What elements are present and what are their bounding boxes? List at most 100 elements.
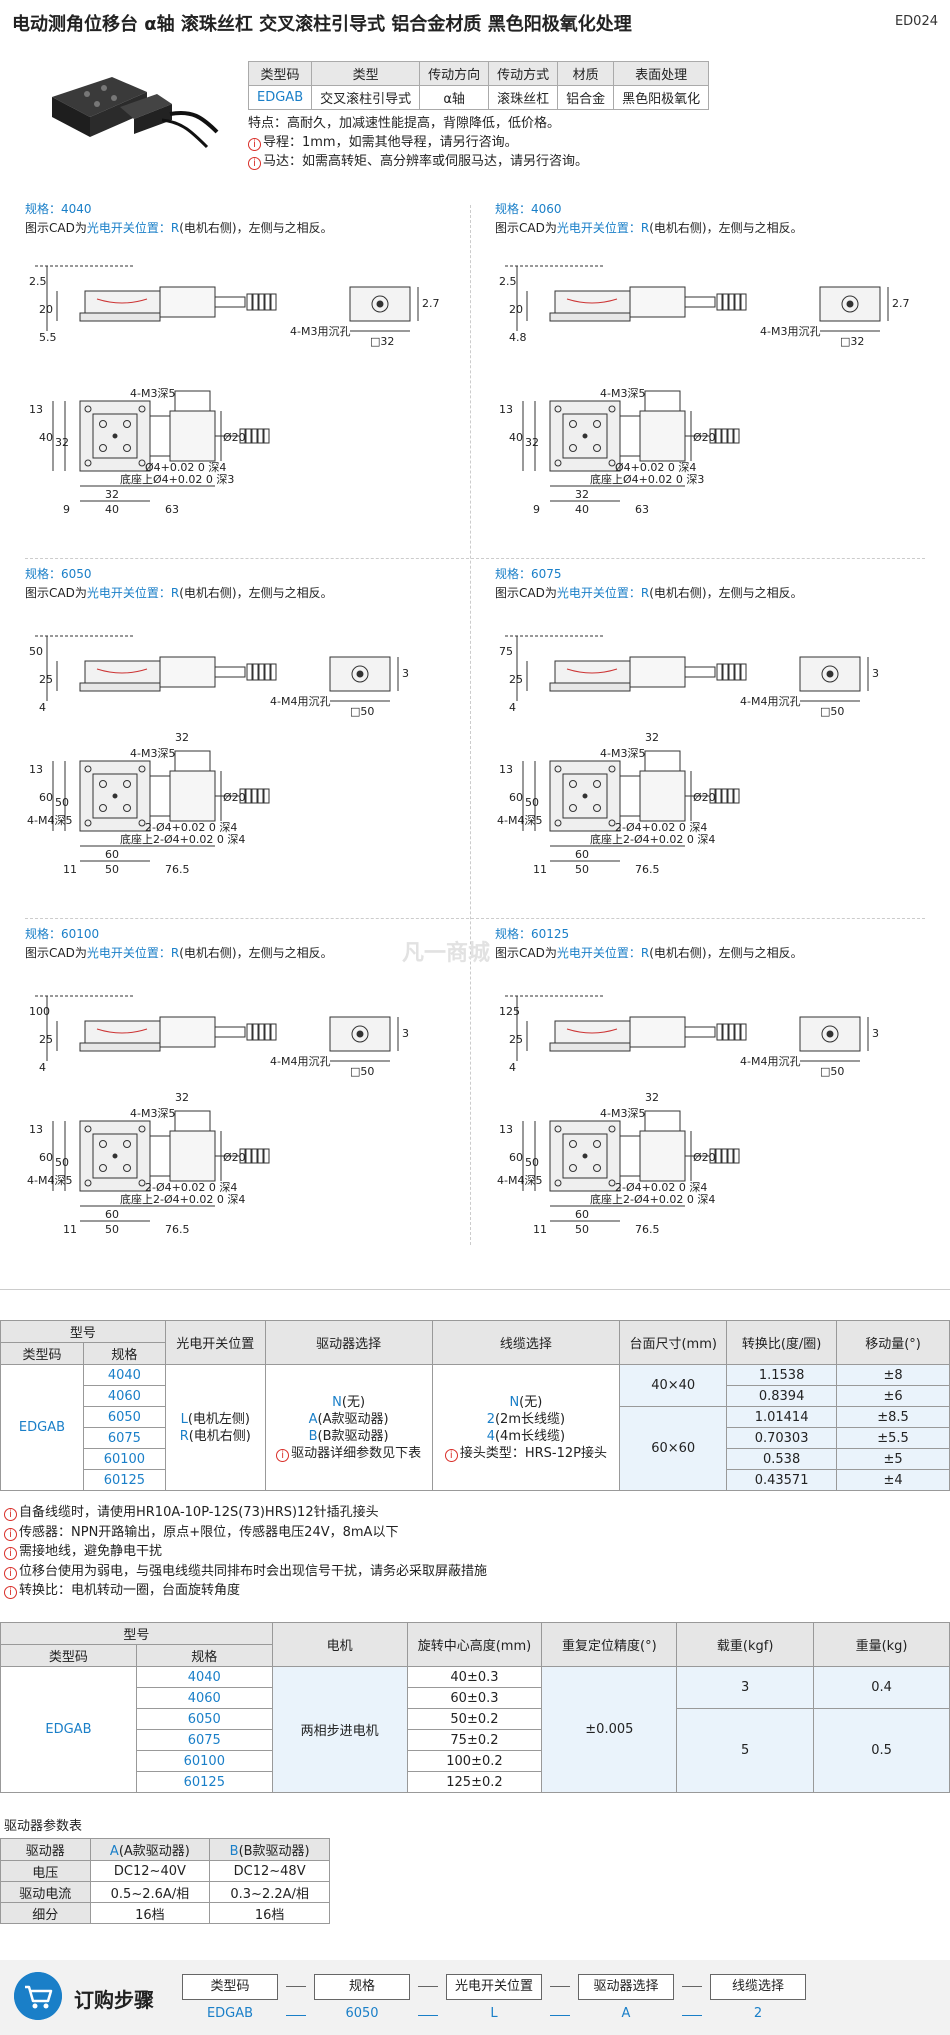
order-step-value: EDGAB (206, 2006, 254, 2021)
cad-note-part: 光电开关位置： (86, 946, 171, 960)
spec-cell[interactable]: 60100 (135, 1750, 273, 1772)
type-code-header: 类型码 (0, 1644, 137, 1667)
value-connector (286, 2015, 306, 2016)
dimension-label: 4 (39, 701, 46, 714)
type-header: 传动方式 (488, 61, 559, 86)
driver-code: N (332, 1394, 342, 1410)
driver-table: 驱动器 A(A款驱动器) B(B款驱动器) 电压 DC12~40V DC12~4… (0, 1838, 330, 1924)
dimension-label: □50 (350, 705, 374, 718)
spec-cell[interactable]: 60125 (135, 1771, 273, 1793)
driver-a-header: A(A款驱动器) (89, 1838, 211, 1861)
sensor-code: L (180, 1411, 188, 1427)
dimension-label: 50 (29, 645, 43, 658)
pin-label: 2-Ø4+0.02 0 深4 (615, 821, 707, 834)
dimension-label: 50 (525, 1156, 539, 1169)
m4-label: 4-M4深5 (497, 1174, 542, 1187)
type-header: 类型 (311, 61, 421, 86)
spec-cell[interactable]: 4060 (135, 1687, 273, 1709)
cad-note-part: 光电开关位置： (556, 586, 641, 600)
dimension-label: 13 (29, 1123, 43, 1136)
order-step-value: L (490, 2006, 498, 2021)
sensor-text: (电机左侧) (187, 1411, 250, 1427)
spec-cell[interactable]: 60100 (82, 1448, 166, 1470)
dimension-label: 50 (55, 1156, 69, 1169)
pin-label: 2-Ø4+0.02 0 深4 (145, 1181, 237, 1194)
note-text: 转换比：电机转动一圈，台面旋转角度 (19, 1583, 241, 1598)
spec-cell[interactable]: 4040 (135, 1666, 273, 1688)
spec-cell[interactable]: 6050 (82, 1406, 166, 1428)
cad-note-part: (电机右侧)，左侧与之相反。 (179, 221, 333, 235)
m4-label: 4-M4深5 (27, 814, 72, 827)
spec-cell[interactable]: 6075 (135, 1729, 273, 1751)
order-table: 型号 光电开关位置 驱动器选择 线缆选择 台面尺寸(mm) 转换比(度/圈) 移… (0, 1320, 950, 1491)
dimension-label: 25 (509, 1033, 523, 1046)
type-code-cell[interactable]: EDGAB (0, 1364, 84, 1491)
spec-cell[interactable]: 6075 (82, 1427, 166, 1449)
type-code-cell[interactable]: EDGAB (0, 1666, 137, 1793)
depth-label: 4-M3深5 (130, 387, 175, 400)
step-connector (682, 1986, 702, 1987)
m4-label: 4-M4深5 (497, 814, 542, 827)
dimension-label: □50 (820, 705, 844, 718)
ratio-cell: 0.70303 (726, 1427, 838, 1449)
cable-header: 线缆选择 (431, 1320, 621, 1365)
warning-icon: i (4, 1566, 17, 1580)
cad-note-part: 光电开关位置： (556, 221, 641, 235)
driver-text: (A款驱动器) (118, 1844, 190, 1859)
cad-note: 图示CAD为光电开关位置：R(电机右侧)，左侧与之相反。 (25, 584, 485, 601)
driver-b-header: B(B款驱动器) (209, 1838, 330, 1861)
dimension-label: Ø20 (223, 791, 246, 804)
driver-label-header: 驱动器 (0, 1838, 91, 1861)
spec-cell[interactable]: 4060 (82, 1385, 166, 1407)
type-header: 材质 (557, 61, 615, 86)
dimension-label: 32 (175, 1091, 189, 1104)
pin-label: Ø4+0.02 0 深4 (145, 461, 226, 474)
watermark: 凡一商城 (402, 941, 491, 966)
step-connector (286, 1986, 306, 1987)
dimension-label: 20 (39, 303, 53, 316)
cad-note-part: 图示CAD为 (495, 221, 557, 235)
dimension-label: 32 (175, 731, 189, 744)
spec-header: 规格 (82, 1342, 166, 1365)
dimension-label: 25 (39, 1033, 53, 1046)
page-header: 电动测角位移台 α轴 滚珠丝杠 交叉滚柱引导式 铝合金材质 黑色阳极氧化处理 E… (0, 0, 950, 46)
dimension-label: 40 (105, 503, 119, 516)
product-photo (52, 77, 219, 149)
weight-cell: 0.4 (813, 1666, 950, 1709)
type-code-cell[interactable]: EDGAB (247, 85, 313, 110)
order-steps-title: 订购步骤 (74, 1988, 154, 2012)
dimension-label: 13 (499, 1123, 513, 1136)
divider (25, 918, 925, 919)
driver-text: (B款驱动器) (238, 1844, 310, 1859)
depth-label: 4-M3深5 (600, 1107, 645, 1120)
dimension-label: 75 (499, 645, 513, 658)
driver-b-cell: 16档 (209, 1902, 330, 1924)
type-header: 传动方向 (419, 61, 490, 86)
depth-label: 4-M3深5 (600, 387, 645, 400)
cad-note-part: R (640, 586, 650, 600)
dimension-label: 60 (39, 791, 53, 804)
spec-cell[interactable]: 4040 (82, 1364, 166, 1386)
dimension-label: 3 (402, 1027, 409, 1040)
cable-note: 接头类型：HRS-12P接头 (459, 1445, 607, 1461)
drawing-spec-title: 规格：60100 (25, 927, 100, 941)
load-header: 载重(kgf) (676, 1622, 815, 1667)
dimension-label: □50 (350, 1065, 374, 1078)
driver-row-label: 细分 (0, 1902, 91, 1924)
cad-note-part: 光电开关位置： (86, 221, 171, 235)
spec-cell[interactable]: 60125 (82, 1469, 166, 1491)
driver-text: (A款驱动器) (317, 1411, 389, 1427)
cad-note-part: R (170, 946, 180, 960)
spec-cell[interactable]: 6050 (135, 1708, 273, 1730)
cad-note-part: 图示CAD为 (25, 221, 87, 235)
order-step-value: 2 (753, 2006, 763, 2021)
